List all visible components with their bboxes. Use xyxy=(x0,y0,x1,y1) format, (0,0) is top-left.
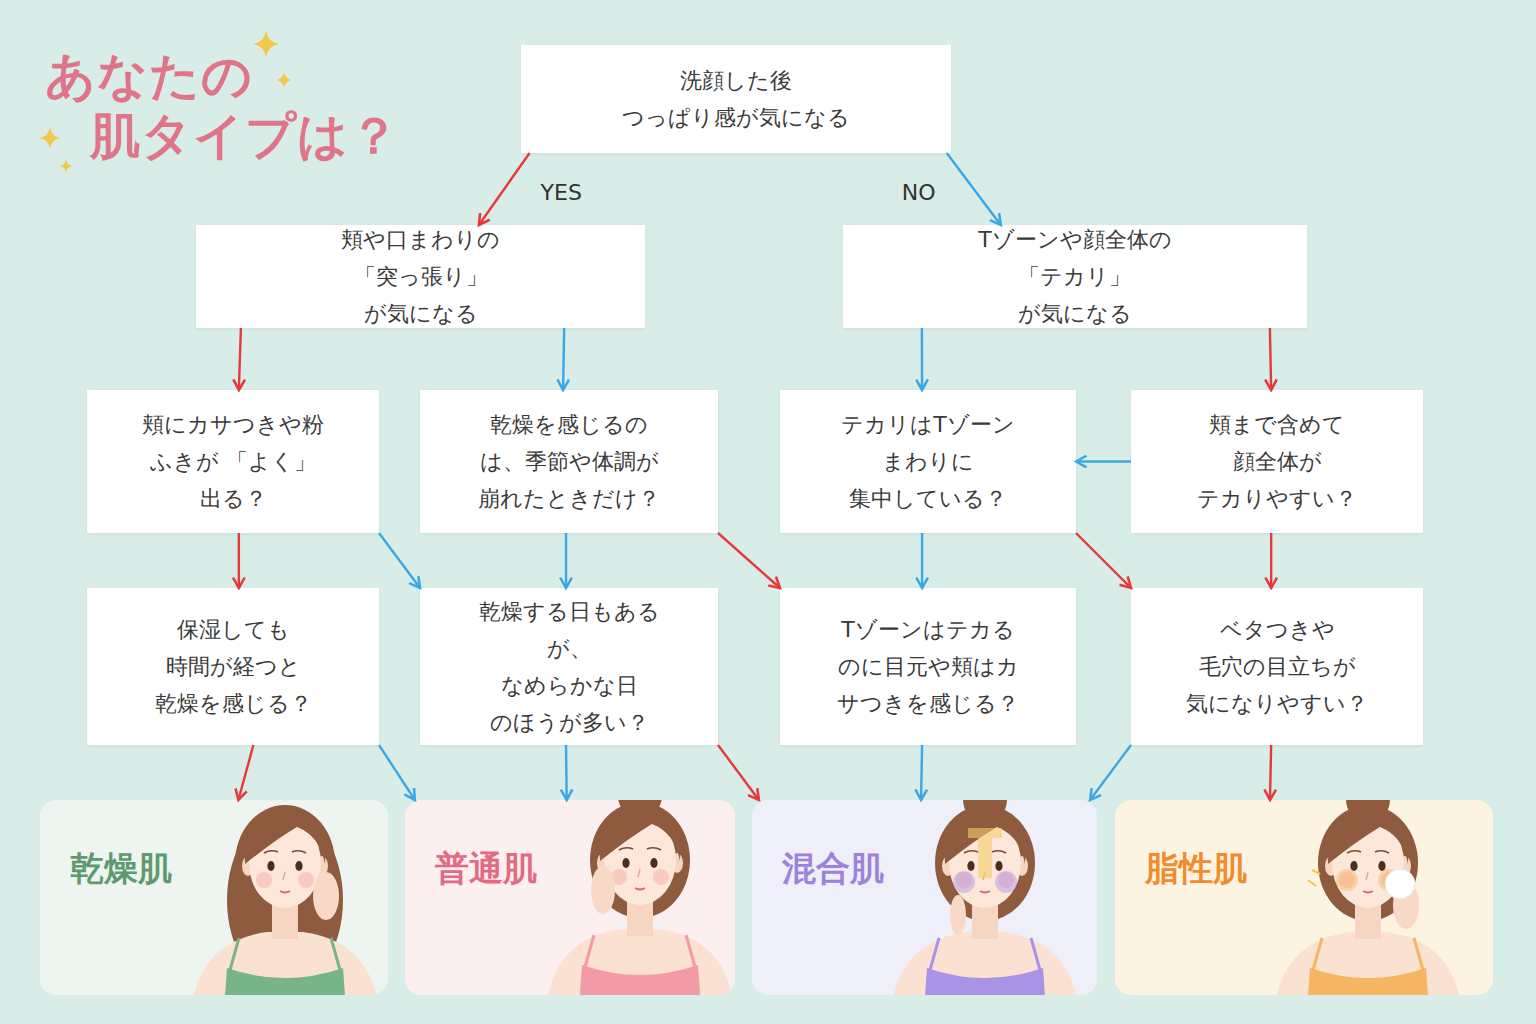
question-text: 乾燥を感じるの は、季節や体調が 崩れたときだけ？ xyxy=(478,406,660,517)
combination-skin-woman xyxy=(890,800,1080,995)
question-box: テカリはTゾーン まわりに 集中している？ xyxy=(780,390,1076,533)
result-box: 乾燥肌 xyxy=(40,800,388,995)
dry-skin-woman-part xyxy=(227,812,343,988)
flow-arrow xyxy=(239,328,241,390)
question-text: Tゾーンや顔全体の 「テカリ」が気になる xyxy=(978,221,1171,332)
sparkle xyxy=(276,72,292,88)
result-label: 脂性肌 xyxy=(1145,846,1247,890)
flow-arrow xyxy=(718,745,759,800)
combination-skin-woman-part xyxy=(890,805,1080,995)
flow-arrow xyxy=(1270,328,1271,390)
flow-arrow xyxy=(238,745,253,800)
question-text: ベタつきや 毛穴の目立ちが 気になりやすい？ xyxy=(1186,611,1368,722)
dry-skin-woman-part xyxy=(190,805,380,995)
flow-arrow xyxy=(379,745,415,800)
question-text: Tゾーンはテカる のに目元や頬はカ サつきを感じる？ xyxy=(837,611,1019,722)
flow-arrow xyxy=(921,533,923,588)
page-title: あなたの 肌タイプは？ xyxy=(45,46,400,166)
question-text: 頬まで含めて 顔全体が テカりやすい？ xyxy=(1197,406,1357,517)
flow-arrow xyxy=(1270,533,1272,588)
normal-skin-woman-part xyxy=(591,866,615,914)
sparkle xyxy=(60,160,73,173)
question-text: 頬にカサつきや粉 ふきが 「よく」出る？ xyxy=(142,406,324,517)
oily-skin-woman-part xyxy=(1308,870,1320,886)
dry-skin-woman xyxy=(190,805,380,995)
oily-skin-woman-part xyxy=(1393,881,1419,929)
result-label: 乾燥肌 xyxy=(70,846,172,890)
combination-skin-woman-part xyxy=(953,871,975,893)
result-box: 普通肌 xyxy=(405,800,735,995)
sparkle xyxy=(40,128,61,149)
oily-skin-woman-part xyxy=(1273,805,1463,995)
question-text: 頬や口まわりの 「突っ張り」が気になる xyxy=(341,221,500,332)
question-box: 頬にカサつきや粉 ふきが 「よく」出る？ xyxy=(87,390,379,533)
normal-skin-woman xyxy=(545,800,735,995)
flow-arrow xyxy=(1270,745,1271,800)
question-text: 洗顔した後 つっぱり感が気になる xyxy=(622,62,850,136)
result-label: 普通肌 xyxy=(435,846,537,890)
flow-arrow xyxy=(1076,460,1131,462)
oily-skin-woman-part xyxy=(1378,869,1400,891)
result-box: 脂性肌 xyxy=(1115,800,1493,995)
flow-arrow xyxy=(1090,745,1131,800)
flow-arrow xyxy=(238,533,240,588)
oily-skin-woman-part xyxy=(1336,869,1358,891)
question-box: ベタつきや 毛穴の目立ちが 気になりやすい？ xyxy=(1131,588,1423,745)
normal-skin-woman-part xyxy=(618,800,662,818)
edge-label: YES xyxy=(541,180,582,205)
result-label: 混合肌 xyxy=(782,846,884,890)
question-box: 頬や口まわりの 「突っ張り」が気になる xyxy=(196,225,645,328)
question-text: 乾燥する日もある が、なめらかな日 のほうが多い？ xyxy=(479,593,660,741)
flow-arrow xyxy=(565,533,567,588)
oily-skin-woman xyxy=(1273,800,1463,995)
combination-skin-woman-part xyxy=(950,895,966,935)
sparkle xyxy=(253,31,279,57)
oily-skin-woman-part xyxy=(1346,800,1390,822)
flow-arrow xyxy=(718,533,780,588)
flow-arrow xyxy=(921,745,922,800)
question-box: Tゾーンはテカる のに目元や頬はカ サつきを感じる？ xyxy=(780,588,1076,745)
question-box: 保湿しても 時間が経つと 乾燥を感じる？ xyxy=(87,588,379,745)
combination-skin-woman-part xyxy=(963,800,1007,822)
normal-skin-woman-part xyxy=(545,802,735,995)
question-box: 乾燥する日もある が、なめらかな日 のほうが多い？ xyxy=(420,588,718,745)
question-box: 乾燥を感じるの は、季節や体調が 崩れたときだけ？ xyxy=(420,390,718,533)
flow-arrow xyxy=(565,745,568,800)
oily-skin-woman-part xyxy=(1385,869,1415,899)
combination-skin-woman-part xyxy=(968,828,1002,878)
combination-skin-woman-part xyxy=(995,871,1017,893)
question-text: テカリはTゾーン まわりに 集中している？ xyxy=(841,406,1014,517)
flow-arrow xyxy=(1076,533,1131,588)
flow-arrow xyxy=(379,533,420,588)
flow-arrow xyxy=(947,153,1001,225)
flow-arrow xyxy=(563,328,564,390)
edge-label: NO xyxy=(902,180,936,205)
result-box: 混合肌 xyxy=(752,800,1097,995)
question-text: 保湿しても 時間が経つと 乾燥を感じる？ xyxy=(155,611,312,722)
question-box: Tゾーンや顔全体の 「テカリ」が気になる xyxy=(843,225,1307,328)
flow-arrow xyxy=(479,153,530,225)
flow-arrow xyxy=(921,328,924,390)
dry-skin-woman-part xyxy=(313,872,339,920)
question-box: 頬まで含めて 顔全体が テカりやすい？ xyxy=(1131,390,1423,533)
question-box: 洗顔した後 つっぱり感が気になる xyxy=(521,45,951,153)
